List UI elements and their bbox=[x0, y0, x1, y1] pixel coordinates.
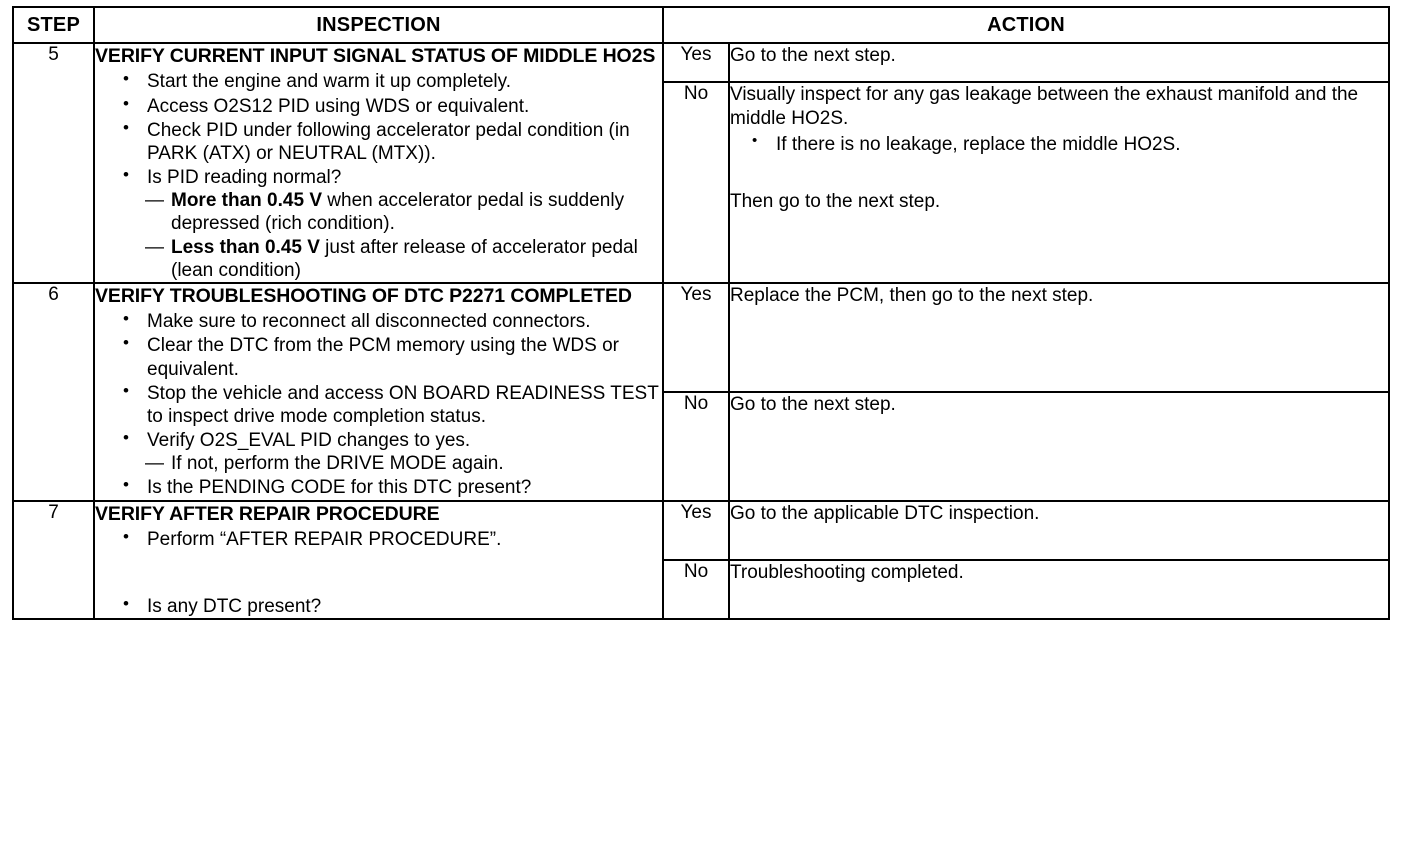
table-row: No Visually inspect for any gas leakage … bbox=[13, 81, 1390, 284]
sub-item-rest: when accelerator pedal is suddenly depre… bbox=[171, 190, 625, 235]
inspection-bullet-list: Start the engine and warm it up complete… bbox=[95, 69, 662, 282]
step-number: 6 bbox=[12, 281, 95, 502]
inspection-title: VERIFY TROUBLESHOOTING OF DTC P2271 COMP… bbox=[95, 284, 632, 307]
list-item: Perform “AFTER REPAIR PROCEDURE”. bbox=[121, 527, 662, 551]
list-item-label: Is PID reading normal? bbox=[147, 167, 342, 189]
list-item: If there is no leakage, replace the midd… bbox=[752, 132, 1388, 156]
sub-item-bold: More than 0.45 V bbox=[171, 190, 322, 212]
spacer bbox=[730, 156, 1388, 190]
header-inspection: INSPECTION bbox=[93, 6, 664, 44]
action-bullet-list: If there is no leakage, replace the midd… bbox=[730, 132, 1388, 156]
sub-item: Less than 0.45 V just after release of a… bbox=[145, 236, 662, 282]
header-step: STEP bbox=[12, 6, 95, 44]
table-row: 5 VERIFY CURRENT INPUT SIGNAL STATUS OF … bbox=[12, 41, 1390, 284]
list-item: Clear the DTC from the PCM memory using … bbox=[121, 333, 662, 380]
table-row: No Go to the next step. bbox=[13, 390, 1390, 502]
yes-label: Yes bbox=[662, 281, 730, 393]
list-item: Stop the vehicle and access ON BOARD REA… bbox=[121, 381, 662, 428]
list-item: Is the PENDING CODE for this DTC present… bbox=[121, 475, 662, 499]
inspection-cell: VERIFY AFTER REPAIR PROCEDURE Perform “A… bbox=[93, 499, 664, 621]
sub-item-rest: just after release of accelerator pedal … bbox=[171, 236, 638, 281]
no-label: No bbox=[662, 558, 730, 621]
table-row: 6 VERIFY TROUBLESHOOTING OF DTC P2271 CO… bbox=[12, 281, 1390, 502]
list-item: Make sure to reconnect all disconnected … bbox=[121, 309, 662, 333]
action-footer: Then go to the next step. bbox=[730, 190, 941, 212]
troubleshooting-table: STEP INSPECTION ACTION 5 VERIFY CURRENT … bbox=[12, 6, 1390, 621]
list-item-label: Verify O2S_EVAL PID changes to yes. bbox=[147, 430, 471, 452]
inspection-title: VERIFY AFTER REPAIR PROCEDURE bbox=[95, 502, 440, 525]
header-action: ACTION bbox=[662, 6, 1390, 44]
list-item: Verify O2S_EVAL PID changes to yes. If n… bbox=[121, 428, 662, 476]
table-header-row: STEP INSPECTION ACTION bbox=[12, 6, 1390, 44]
action-no-cell: Visually inspect for any gas leakage bet… bbox=[728, 81, 1390, 284]
inspection-cell: VERIFY CURRENT INPUT SIGNAL STATUS OF MI… bbox=[93, 42, 664, 284]
sub-item: More than 0.45 V when accelerator pedal … bbox=[145, 189, 662, 235]
list-item: Access O2S12 PID using WDS or equivalent… bbox=[121, 94, 662, 118]
table-row: No Troubleshooting completed. bbox=[13, 558, 1390, 621]
list-item: Check PID under following accelerator pe… bbox=[121, 118, 662, 165]
inspection-title: VERIFY CURRENT INPUT SIGNAL STATUS OF MI… bbox=[95, 45, 656, 67]
sub-item: If not, perform the DRIVE MODE again. bbox=[145, 452, 662, 475]
list-item: Is any DTC present? bbox=[121, 594, 662, 618]
sub-item-bold: Less than 0.45 V bbox=[171, 236, 320, 258]
action-no-cell: Go to the next step. bbox=[728, 390, 1390, 502]
action-yes-cell: Go to the next step. bbox=[728, 41, 1390, 84]
inspection-bullet-list: Make sure to reconnect all disconnected … bbox=[95, 309, 662, 499]
yes-label: Yes bbox=[662, 499, 730, 561]
spacer bbox=[121, 552, 662, 594]
yes-label: Yes bbox=[662, 41, 730, 84]
action-text: Visually inspect for any gas leakage bet… bbox=[730, 84, 1359, 129]
action-no-cell: Troubleshooting completed. bbox=[728, 558, 1390, 621]
action-yes-cell: Replace the PCM, then go to the next ste… bbox=[728, 281, 1390, 393]
step-number: 7 bbox=[12, 499, 95, 621]
step-number: 5 bbox=[12, 42, 95, 284]
action-yes-cell: Go to the applicable DTC inspection. bbox=[728, 499, 1390, 561]
list-item: Is PID reading normal? More than 0.45 V … bbox=[121, 165, 662, 282]
list-item: Start the engine and warm it up complete… bbox=[121, 69, 662, 93]
no-label: No bbox=[662, 81, 730, 284]
table-row: 7 VERIFY AFTER REPAIR PROCEDURE Perform … bbox=[12, 499, 1390, 621]
inspection-cell: VERIFY TROUBLESHOOTING OF DTC P2271 COMP… bbox=[93, 281, 664, 502]
no-label: No bbox=[662, 390, 730, 502]
inspection-bullet-list: Perform “AFTER REPAIR PROCEDURE”. Is any… bbox=[95, 527, 662, 618]
